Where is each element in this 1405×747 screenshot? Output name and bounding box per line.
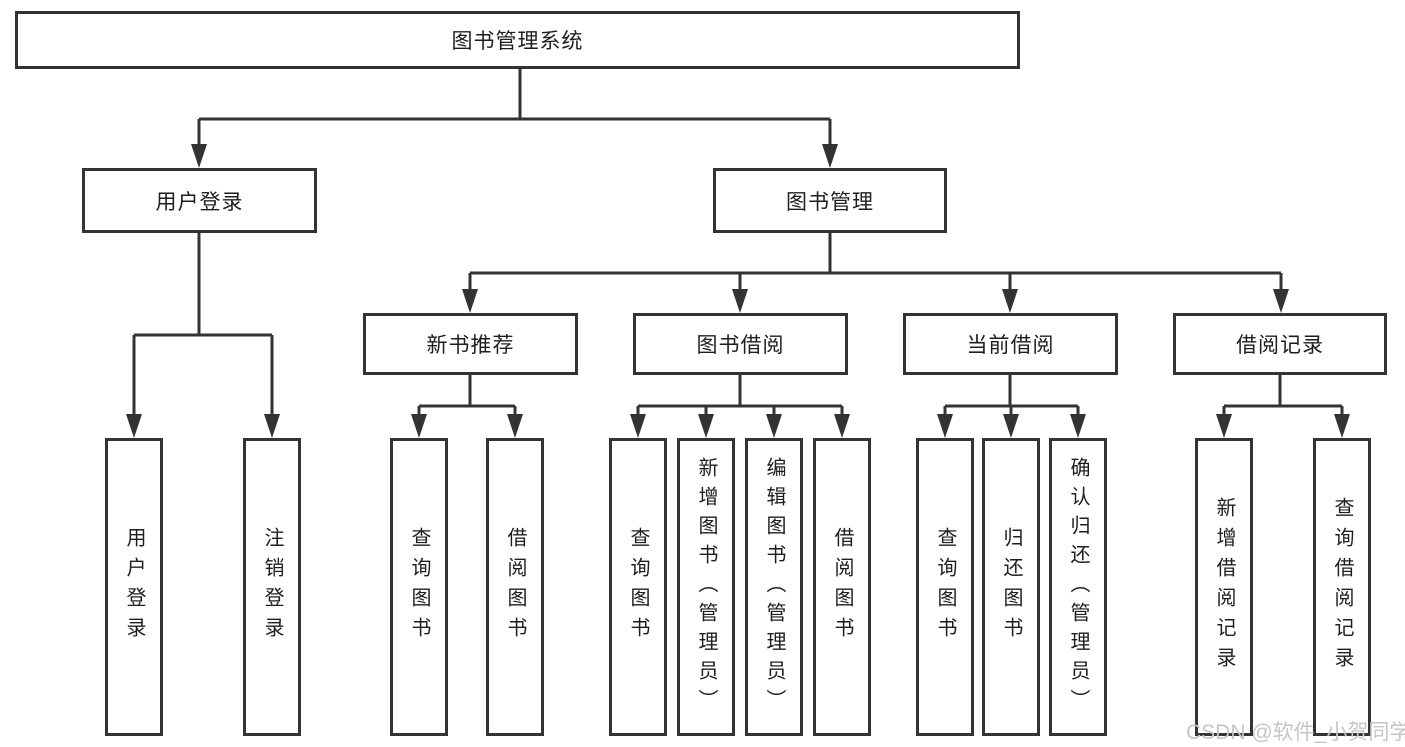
node-user-login: 用户登录 xyxy=(82,168,317,233)
node-book-borrowing-label: 图书借阅 xyxy=(696,334,785,357)
leaf-return-books-label: 归还图书 xyxy=(1000,527,1022,647)
leaf-query-borrow-record-label: 查询借阅记录 xyxy=(1331,497,1353,677)
arrowheads-leaves xyxy=(411,414,1350,438)
connector-userlogin-to-leaves xyxy=(132,233,274,420)
leaf-edit-books-admin-label: 编辑图书（管理员） xyxy=(763,456,785,718)
leaf-query-books-borrowing: 查询图书 xyxy=(609,438,667,736)
connector-level3-to-leaves xyxy=(417,375,1344,420)
leaf-query-books-recommend: 查询图书 xyxy=(390,438,448,736)
leaf-return-books: 归还图书 xyxy=(982,438,1040,736)
connector-bookmgmt-to-level3 xyxy=(468,233,1283,295)
leaf-query-books-current: 查询图书 xyxy=(916,438,974,736)
leaf-add-borrow-record-label: 新增借阅记录 xyxy=(1213,497,1235,677)
node-current-borrowing: 当前借阅 xyxy=(903,313,1118,375)
arrowheads-userlogin-leaves xyxy=(126,414,280,438)
node-book-borrowing: 图书借阅 xyxy=(633,313,848,375)
leaf-query-books-recommend-label: 查询图书 xyxy=(408,527,430,647)
node-borrow-records: 借阅记录 xyxy=(1173,313,1387,375)
connector-root-to-level2 xyxy=(197,69,832,150)
leaf-borrow-books-recommend: 借阅图书 xyxy=(486,438,544,736)
leaf-user-login: 用户登录 xyxy=(105,438,163,736)
leaf-logout: 注销登录 xyxy=(243,438,301,736)
leaf-query-borrow-record: 查询借阅记录 xyxy=(1313,438,1371,736)
arrowheads-level2 xyxy=(191,144,838,168)
leaf-query-books-current-label: 查询图书 xyxy=(934,527,956,647)
node-new-book-recommend-label: 新书推荐 xyxy=(426,334,515,357)
leaf-query-books-borrowing-label: 查询图书 xyxy=(627,527,649,647)
node-root-label: 图书管理系统 xyxy=(451,30,584,53)
leaf-borrow-books-label: 借阅图书 xyxy=(831,527,853,647)
leaf-borrow-books-recommend-label: 借阅图书 xyxy=(504,527,526,647)
arrowheads-level3 xyxy=(462,289,1289,313)
node-book-management-label: 图书管理 xyxy=(786,190,874,214)
node-book-management: 图书管理 xyxy=(713,168,947,233)
node-borrow-records-label: 借阅记录 xyxy=(1236,334,1324,357)
leaf-user-login-label: 用户登录 xyxy=(123,527,145,647)
node-root: 图书管理系统 xyxy=(15,11,1020,69)
leaf-confirm-return-admin: 确认归还（管理员） xyxy=(1049,438,1107,736)
node-user-login-label: 用户登录 xyxy=(155,190,244,214)
leaf-borrow-books: 借阅图书 xyxy=(813,438,871,736)
csdn-watermark: CSDN @软件_小贺同学 xyxy=(1186,721,1405,744)
leaf-edit-books-admin: 编辑图书（管理员） xyxy=(745,438,803,736)
node-current-borrowing-label: 当前借阅 xyxy=(966,334,1055,357)
leaf-add-borrow-record: 新增借阅记录 xyxy=(1195,438,1253,736)
leaf-add-books-admin-label: 新增图书（管理员） xyxy=(695,456,717,718)
leaf-add-books-admin: 新增图书（管理员） xyxy=(677,438,735,736)
node-new-book-recommend: 新书推荐 xyxy=(363,313,578,375)
leaf-logout-label: 注销登录 xyxy=(261,527,283,647)
leaf-confirm-return-admin-label: 确认归还（管理员） xyxy=(1067,456,1089,718)
